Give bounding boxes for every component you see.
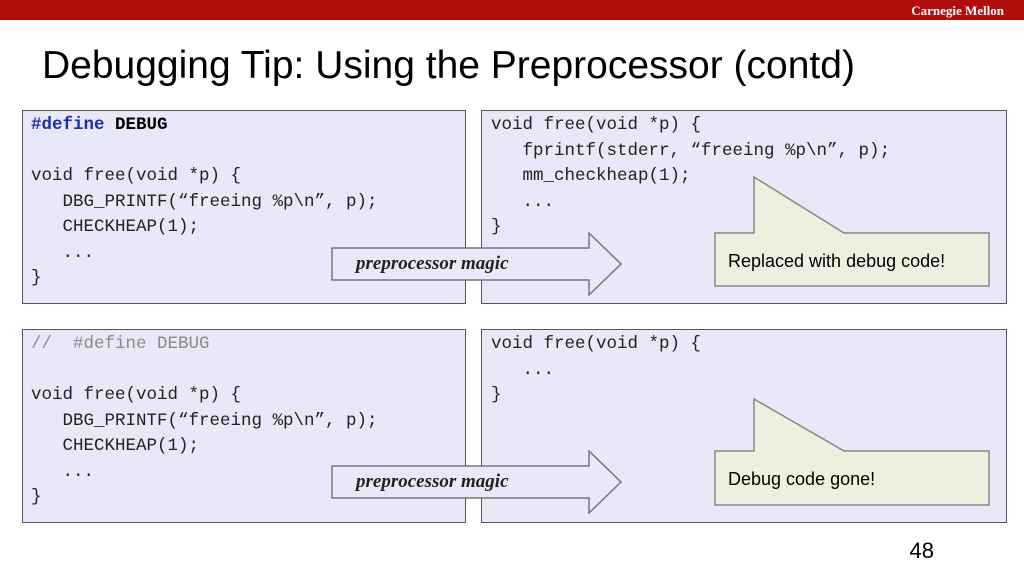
code-line: } (491, 217, 502, 237)
code-line: ... (491, 359, 555, 380)
bottom-callout-shape (714, 398, 990, 506)
code-line: CHECKHEAP(1); (31, 217, 200, 237)
define-name: DEBUG (115, 115, 168, 135)
code-line: } (491, 385, 502, 405)
bottom-arrow-label: preprocessor magic (356, 471, 509, 492)
code-line: fprintf(stderr, “freeing %p\n”, p); (491, 140, 891, 161)
bottom-arrow-icon (331, 450, 623, 514)
code-line: DBG_PRINTF(“freeing %p\n”, p); (31, 191, 378, 212)
top-arrow-label: preprocessor magic (356, 253, 509, 274)
code-line: } (31, 268, 42, 288)
top-callout-shape (714, 176, 990, 287)
code-line: void free(void *p) { (491, 334, 702, 354)
brand-label: Carnegie Mellon (911, 3, 1004, 18)
bottom-right-code: void free(void *p) { ...} (491, 332, 701, 409)
slide-title: Debugging Tip: Using the Preprocessor (c… (42, 44, 855, 87)
bottom-callout-text: Debug code gone! (728, 469, 876, 489)
define-line: #define DEBUG (31, 113, 378, 139)
top-callout-text: Replaced with debug code! (728, 251, 946, 271)
top-left-code-panel: #define DEBUG void free(void *p) { DBG_PR… (22, 110, 466, 304)
top-right-code: void free(void *p) { fprintf(stderr, “fr… (491, 113, 890, 241)
header-bar: Carnegie Mellon (0, 0, 1024, 20)
code-line: mm_checkheap(1); (491, 166, 691, 186)
code-line: void free(void *p) { (491, 115, 702, 135)
define-keyword: #define (31, 115, 105, 135)
code-line (31, 139, 378, 165)
code-line: CHECKHEAP(1); (31, 436, 200, 456)
code-line (31, 358, 378, 384)
page-number: 48 (909, 538, 934, 563)
code-line: DBG_PRINTF(“freeing %p\n”, p); (31, 410, 378, 431)
code-line: void free(void *p) { (31, 385, 242, 405)
code-line: ... (491, 191, 555, 212)
code-line: } (31, 487, 42, 507)
code-line: ... (31, 461, 95, 482)
bottom-left-code: // #define DEBUG void free(void *p) { DBG… (31, 332, 378, 511)
comment-line: // #define DEBUG (31, 334, 210, 354)
top-left-code: #define DEBUG void free(void *p) { DBG_PR… (31, 113, 378, 292)
code-line: void free(void *p) { (31, 166, 242, 186)
code-line: ... (31, 242, 95, 263)
top-arrow-icon (331, 232, 623, 296)
